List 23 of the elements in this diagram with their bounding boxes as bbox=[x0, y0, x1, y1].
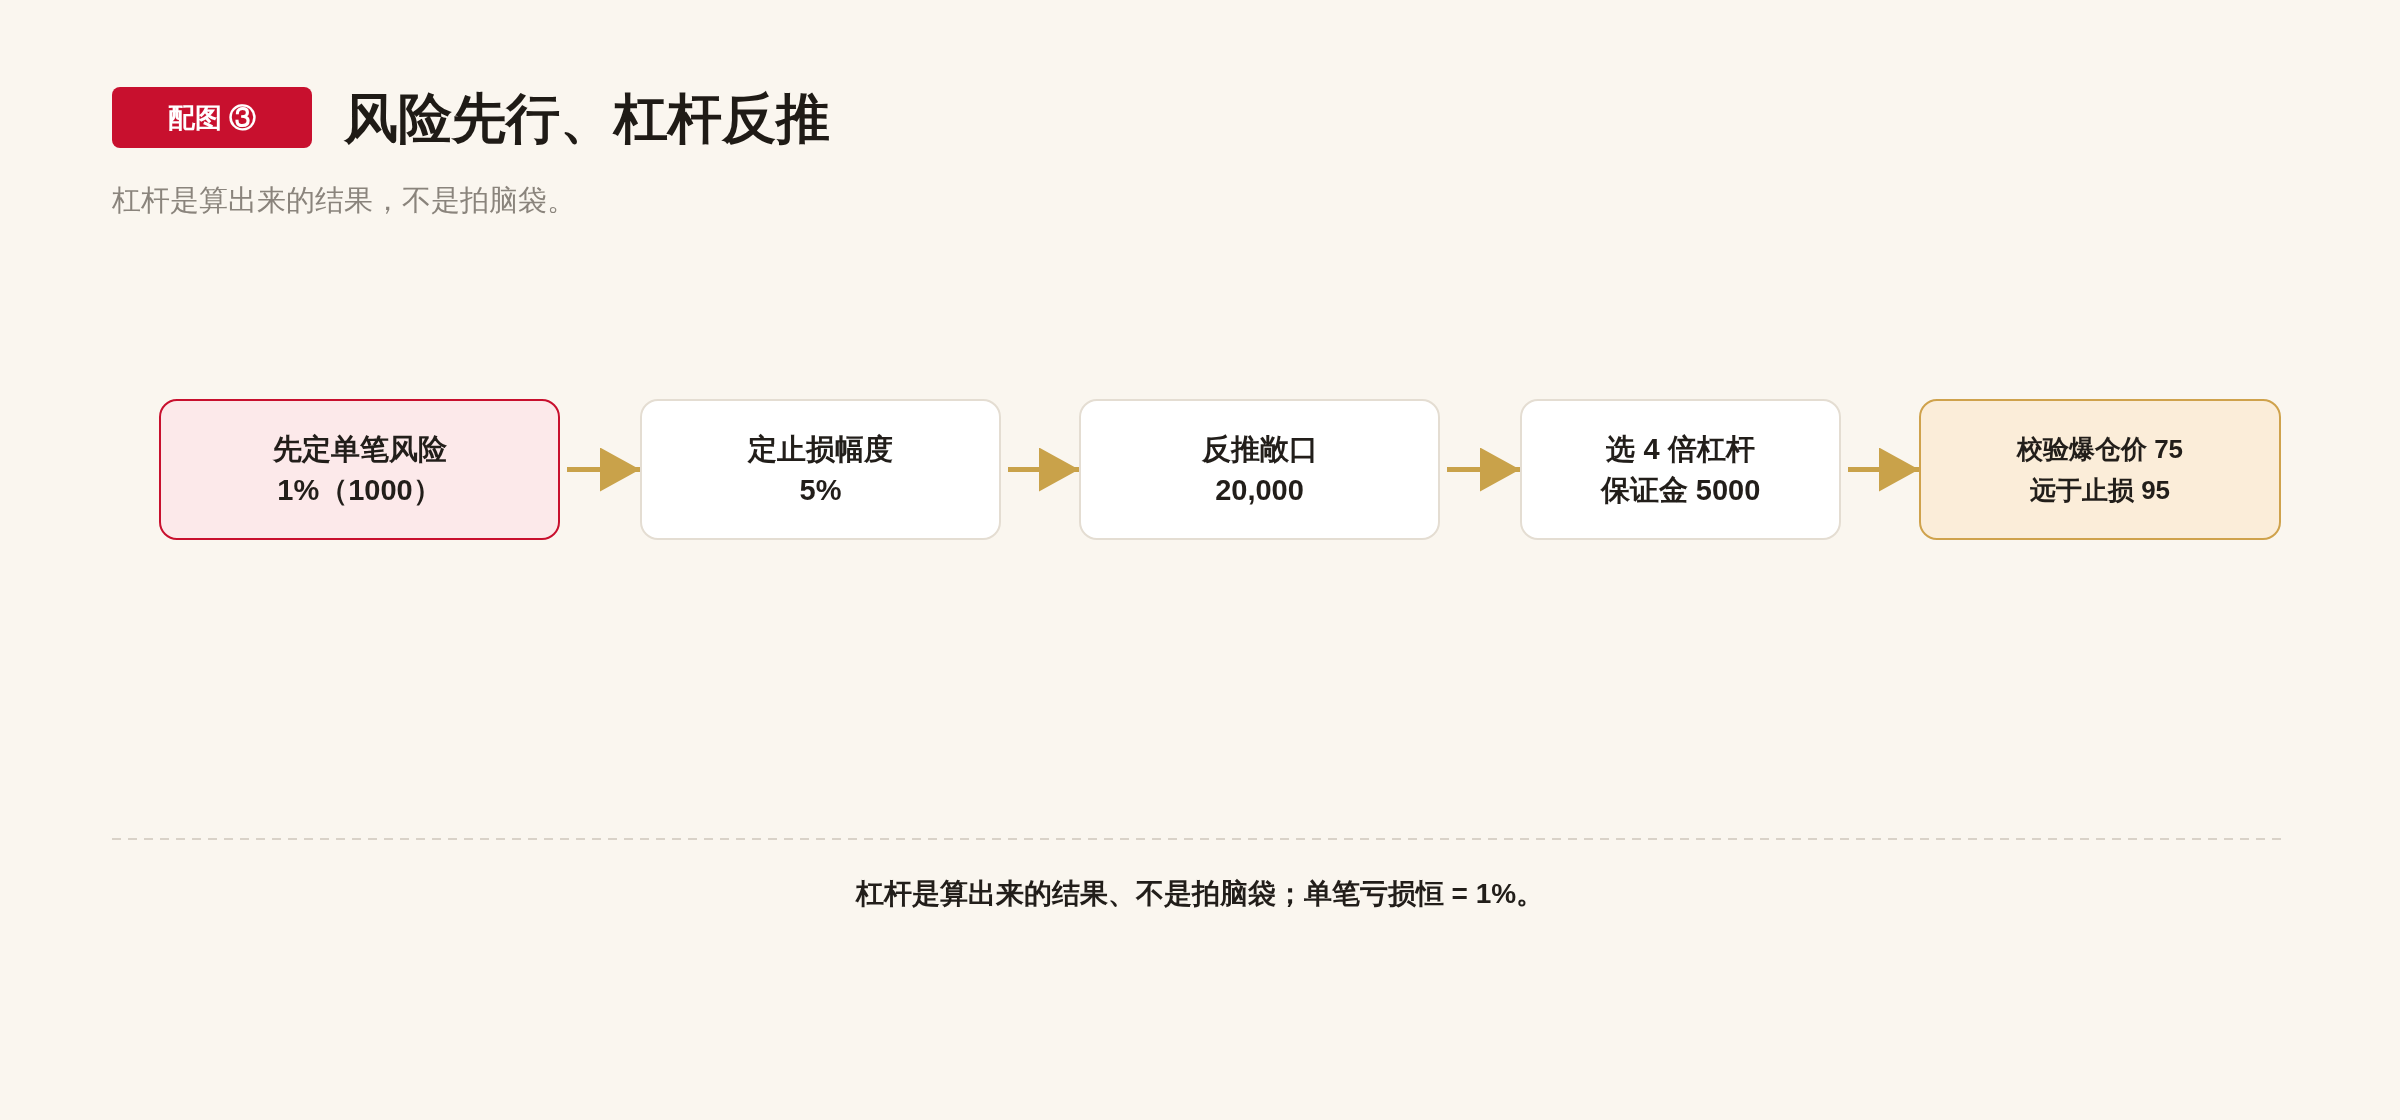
arrow bbox=[1848, 447, 1919, 492]
arrow bbox=[567, 447, 640, 492]
arrow bbox=[1008, 447, 1079, 492]
summary-text: 杠杆是算出来的结果、不是拍脑袋；单笔亏损恒 = 1%。 bbox=[855, 877, 1545, 911]
step-title: 反推敞口 bbox=[1201, 432, 1318, 468]
step-title: 先定单笔风险 bbox=[272, 432, 447, 468]
process-box bbox=[640, 399, 1001, 540]
arrow bbox=[1447, 447, 1520, 492]
process-box bbox=[1079, 399, 1440, 540]
process-box bbox=[159, 399, 560, 540]
step-value: 远于止损 95 bbox=[2029, 473, 2171, 506]
step-value: 1%（1000） bbox=[277, 472, 442, 508]
step-title: 校验爆仓价 75 bbox=[2016, 433, 2184, 466]
step-value: 5% bbox=[799, 472, 842, 508]
title: 风险先行、杠杆反推 bbox=[344, 87, 830, 150]
step-value: 保证金 5000 bbox=[1600, 472, 1761, 508]
step-value: 20,000 bbox=[1215, 472, 1304, 508]
process-box bbox=[1919, 399, 2281, 540]
step-title: 选 4 倍杠杆 bbox=[1606, 432, 1755, 468]
subtitle: 杠杆是算出来的结果，不是拍脑袋。 bbox=[112, 183, 576, 218]
process-box bbox=[1520, 399, 1841, 540]
figure-badge: 配图 ③ bbox=[112, 87, 312, 148]
step-title: 定止损幅度 bbox=[748, 432, 893, 468]
